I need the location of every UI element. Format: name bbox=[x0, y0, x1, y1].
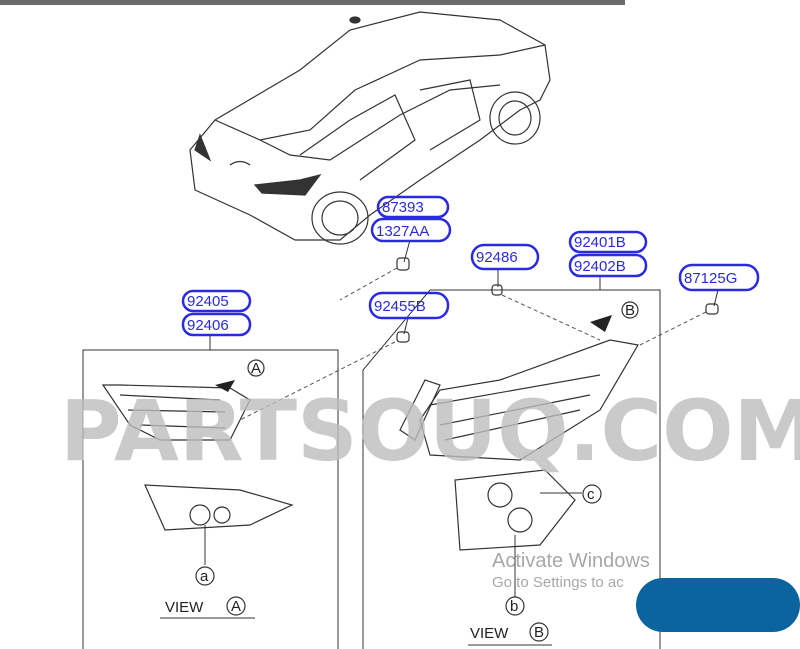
car-illustration bbox=[189, 11, 551, 245]
part-number: 92455B bbox=[374, 298, 426, 315]
part-label-92401B[interactable]: 92401B bbox=[568, 230, 648, 254]
part-label-87125G[interactable]: 87125G bbox=[678, 263, 760, 292]
blue-overlay-button[interactable] bbox=[636, 578, 800, 632]
part-label-92455B[interactable]: 92455B bbox=[368, 291, 450, 320]
marker-b-small: b bbox=[510, 598, 518, 615]
part-number: 92402B bbox=[574, 258, 626, 275]
part-number: 92406 bbox=[187, 317, 229, 334]
part-label-92486[interactable]: 92486 bbox=[470, 243, 540, 271]
view-b-box: B c b VIEW B bbox=[362, 289, 661, 649]
part-label-92405[interactable]: 92405 bbox=[181, 289, 252, 313]
part-number: 87125G bbox=[684, 270, 737, 287]
part-label-1327AA[interactable]: 1327AA bbox=[370, 217, 452, 243]
view-a-box: A a VIEW A bbox=[82, 349, 339, 649]
view-b-label: VIEW bbox=[470, 625, 509, 642]
view-b-marker: B bbox=[534, 624, 544, 641]
part-number: 92401B bbox=[574, 234, 626, 251]
marker-c: c bbox=[587, 486, 595, 503]
activate-windows-title: Activate Windows bbox=[492, 550, 650, 572]
clip-icon bbox=[396, 257, 410, 271]
part-number: 1327AA bbox=[376, 223, 429, 240]
clip-icon bbox=[396, 331, 410, 343]
activate-windows-subtitle[interactable]: Go to Settings to ac bbox=[492, 574, 624, 591]
part-number: 92405 bbox=[187, 293, 229, 310]
marker-a: A bbox=[251, 360, 261, 377]
part-label-92406[interactable]: 92406 bbox=[181, 312, 252, 337]
view-a-label: VIEW bbox=[165, 599, 204, 616]
part-label-87393[interactable]: 87393 bbox=[376, 195, 450, 219]
part-number: 87393 bbox=[382, 199, 424, 216]
part-number: 92486 bbox=[476, 249, 518, 266]
view-a-marker: A bbox=[231, 598, 241, 615]
marker-b: B bbox=[625, 302, 635, 319]
window-top-bar bbox=[0, 0, 625, 5]
watermark: PARTSOUQ.COM bbox=[60, 382, 800, 480]
part-label-92402B[interactable]: 92402B bbox=[568, 253, 648, 278]
marker-a-small: a bbox=[200, 568, 209, 585]
clip-icon bbox=[705, 303, 719, 315]
